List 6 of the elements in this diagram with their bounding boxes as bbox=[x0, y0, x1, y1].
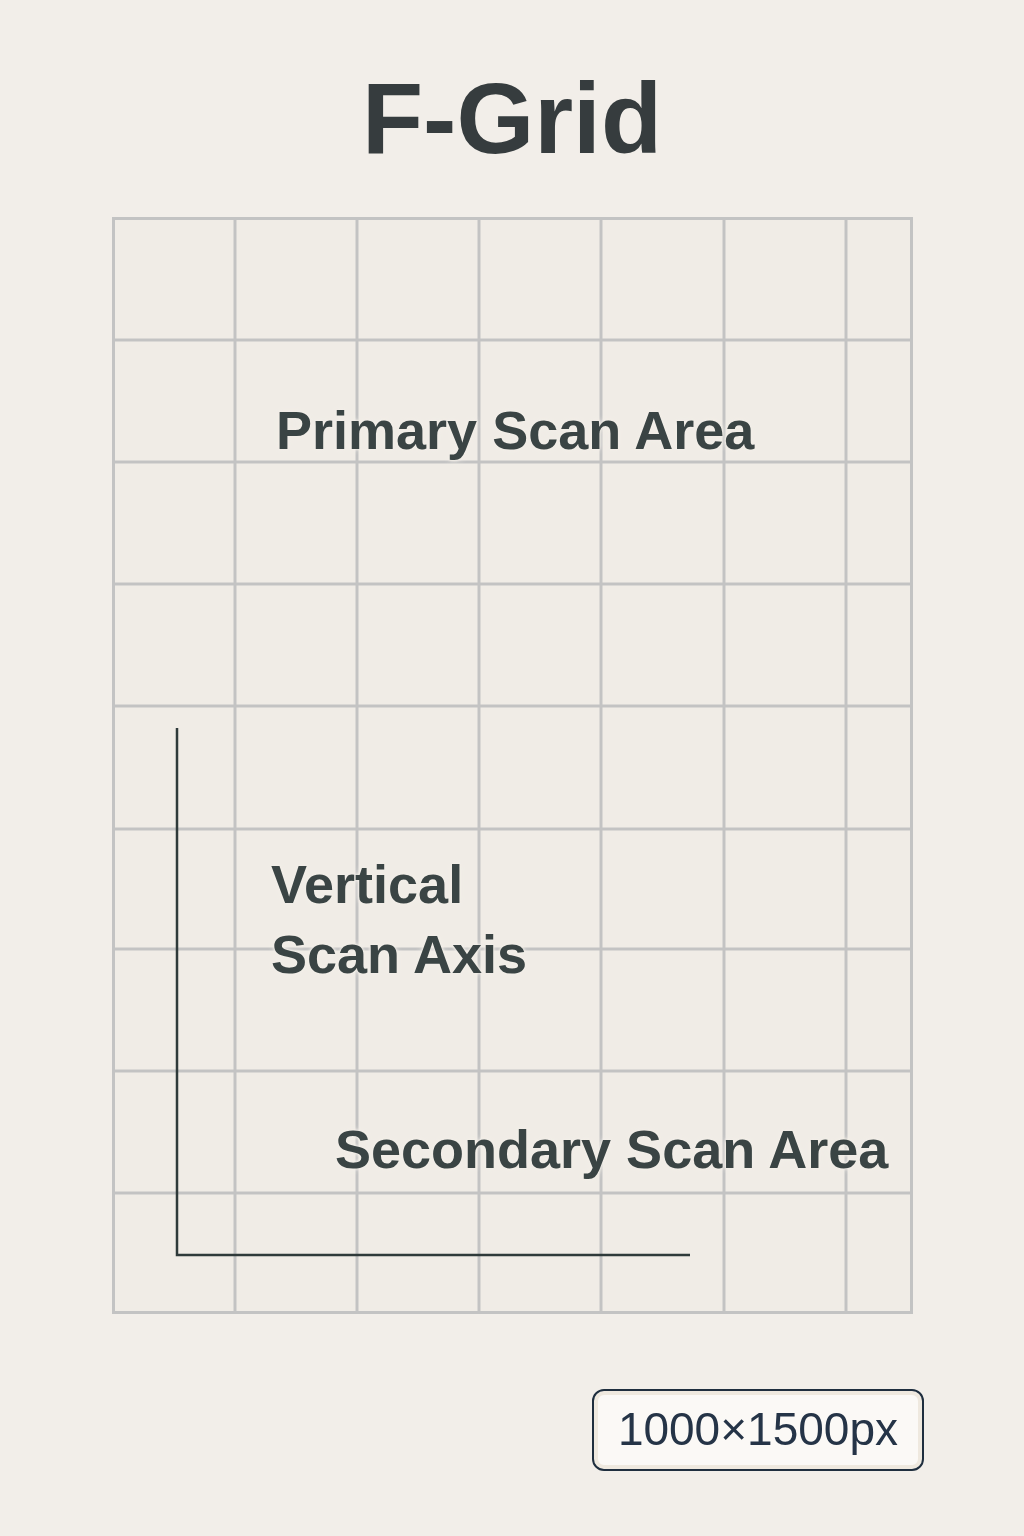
axis-label: Vertical Scan Axis bbox=[271, 853, 529, 986]
size-tag: 1000×1500px bbox=[591, 1389, 924, 1471]
title: F-Grid bbox=[362, 61, 662, 176]
area-label: Primary Scan Area bbox=[276, 399, 755, 462]
area-label: Secondary Scan Area bbox=[335, 1118, 889, 1181]
grid-panel bbox=[112, 217, 913, 1314]
